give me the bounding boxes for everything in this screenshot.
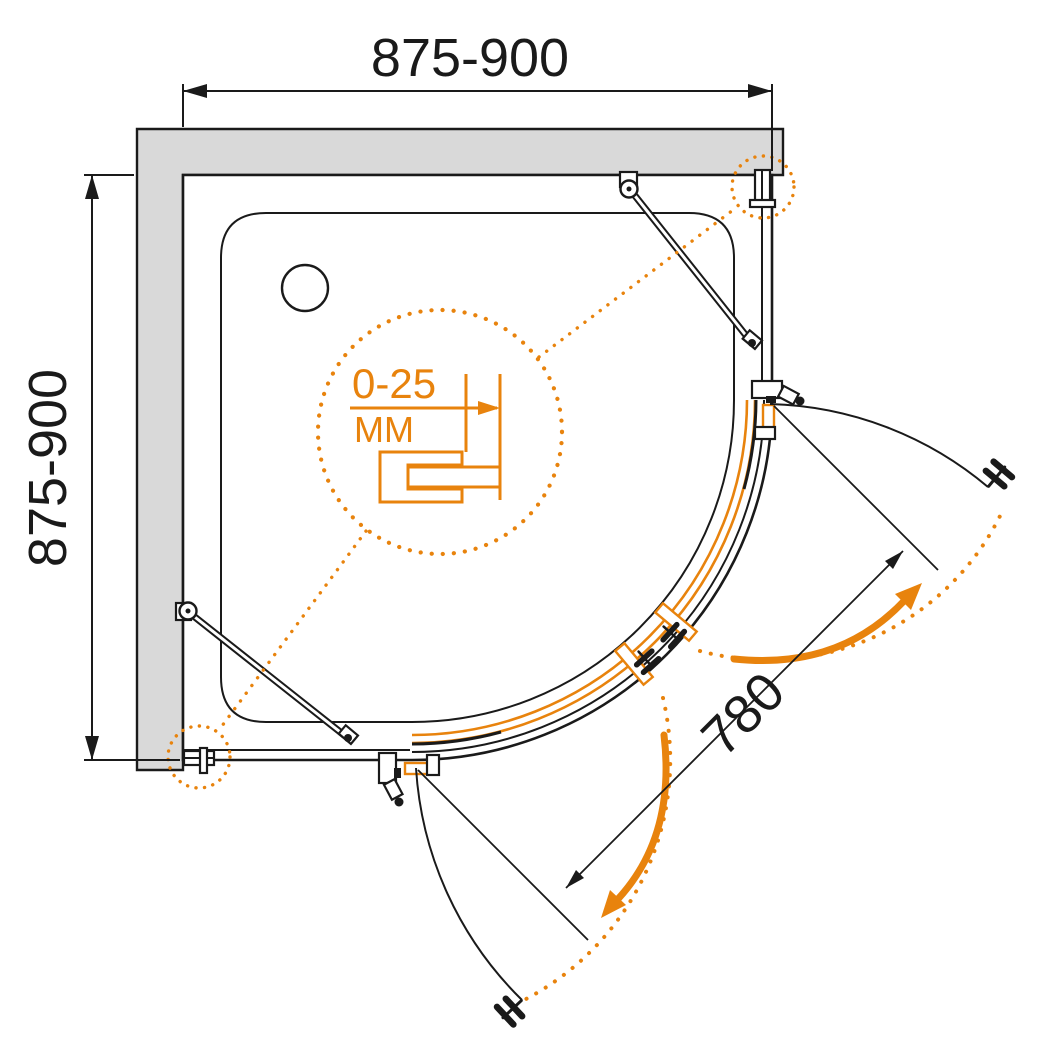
adjustment-unit-label: MM (354, 409, 414, 450)
swing-path-bottom (524, 696, 673, 1001)
dimension-entry-label: 780 (690, 661, 796, 767)
swing-arrow-right-icon (730, 583, 922, 665)
drain-icon (280, 263, 330, 313)
dimension-top: 875-900 (182, 28, 773, 171)
hinge-top-right (750, 379, 805, 441)
sliding-doors-arc (411, 399, 765, 753)
wall-profile-top-right (730, 154, 796, 220)
door-handle-icon (495, 992, 530, 1027)
door-open-bottom (415, 767, 523, 1001)
detail-callout: 0-25 MM (217, 205, 739, 732)
door-open-right (769, 403, 989, 488)
support-strut-top (618, 170, 764, 351)
shower-tray-inner-line (220, 212, 735, 723)
dimension-left: 875-900 (18, 174, 180, 761)
swing-arrow-bottom-icon (601, 731, 670, 918)
door-handle-icon (979, 459, 1013, 494)
dimension-depth-label: 875-900 (18, 369, 78, 567)
adjustment-range-label: 0-25 (352, 360, 436, 407)
detail-profile-drawing (378, 450, 502, 504)
hinge-bottom-left (377, 751, 441, 807)
swing-path-right (698, 512, 1003, 662)
dimension-width-label: 875-900 (371, 28, 569, 88)
support-strut-left (174, 601, 360, 746)
wall-profile-bottom-left (166, 724, 232, 790)
